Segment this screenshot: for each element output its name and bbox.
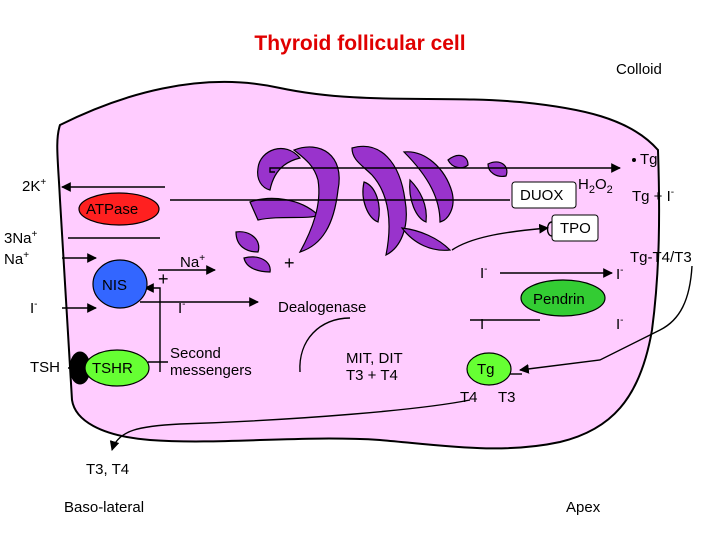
iodide-lower-label: I- — [480, 315, 488, 333]
h2o2-label: H2O2 — [578, 177, 613, 196]
h2o2-sub2: 2 — [606, 184, 613, 196]
iodide-lower-text: I — [480, 316, 485, 333]
iodide-right-text: I — [616, 266, 621, 283]
h2o2-h: H — [578, 176, 589, 193]
iodide-right-lower-label: I- — [616, 315, 624, 333]
iodide-lower-charge: - — [484, 315, 488, 326]
duox-label: DUOX — [520, 187, 564, 204]
iodide-inner-text: I — [178, 300, 183, 317]
plus-nis-sign: + — [158, 269, 169, 289]
tpo-anchor — [546, 221, 553, 237]
pendrin-transporter — [520, 279, 606, 317]
iodide-mid-charge: - — [484, 264, 488, 275]
t3-label: T3 — [498, 389, 516, 406]
iodide-charge: - — [34, 299, 38, 310]
iodide-mid-label: I- — [480, 264, 488, 282]
tshr-label: TSHR — [92, 360, 133, 377]
h2o2-o: O — [594, 176, 607, 193]
na-inner-charge: + — [199, 253, 206, 264]
apex-label: Apex — [566, 499, 601, 516]
tpo-label: TPO — [560, 220, 591, 237]
nis-transporter — [92, 259, 148, 309]
tpo-enzyme — [551, 214, 599, 242]
tg-lysosome-label: Tg — [477, 361, 495, 378]
h2o2-sub: 2 — [588, 184, 595, 196]
iodide-right-charge: - — [620, 265, 624, 276]
tsh-label: TSH — [30, 359, 60, 376]
na-inner-label: Na+ — [180, 253, 206, 271]
iodide-mid-text: I — [480, 265, 485, 282]
colloid-bullet — [632, 158, 636, 162]
na-label: Na+ — [4, 250, 30, 268]
t3-t4-output-label: T3, T4 — [86, 461, 130, 478]
mit-dit-line1: MIT, DIT — [346, 350, 403, 367]
mit-dit-line2: T3 + T4 — [346, 367, 398, 385]
second-messengers-line1: Second — [170, 345, 221, 362]
tg-t4-t3-label: Tg-T4/T3 — [630, 249, 692, 266]
atpase-pump — [78, 192, 160, 226]
nis-label: NIS — [102, 277, 128, 294]
page-title: Thyroid follicular cell — [254, 32, 466, 55]
iodide-inner-label: I- — [178, 299, 186, 317]
tg-lysosome — [466, 352, 512, 386]
iodide-label: I- — [30, 299, 38, 317]
iodide-inner-charge: - — [182, 299, 186, 310]
k2-text: 2K — [22, 178, 41, 195]
baso-lateral-label: Baso-lateral — [64, 499, 145, 516]
t4-label: T4 — [460, 389, 478, 406]
pendrin-label: Pendrin — [533, 291, 585, 308]
na3-text: 3Na — [4, 230, 32, 247]
second-messengers-line2: messengers — [170, 362, 252, 380]
mit-dit-label: MIT, DIT T3 + T4 — [346, 350, 403, 385]
tg-plus-i-text: Tg + I — [632, 188, 671, 205]
iodide-text: I — [30, 300, 35, 317]
transport-arrows — [61, 163, 693, 451]
dealogenase-label: Dealogenase — [278, 299, 367, 316]
colloid-label: Colloid — [616, 61, 662, 78]
na-charge: + — [23, 250, 30, 261]
second-messengers-label: Second messengers — [170, 345, 252, 380]
tg-colloid-label: Tg — [640, 151, 658, 168]
na-text: Na — [4, 251, 24, 268]
iodide-right-label: I- — [616, 265, 624, 283]
tg-plus-i-label: Tg + I- — [632, 187, 675, 205]
k2-label: 2K+ — [22, 177, 47, 195]
plus-top-sign: + — [284, 253, 295, 273]
na3-label: 3Na+ — [4, 229, 38, 247]
golgi-granules — [235, 145, 508, 273]
tg-plus-i-charge: - — [670, 187, 675, 198]
na-inner-text: Na — [180, 254, 200, 271]
atpase-label: ATPase — [86, 201, 139, 218]
na3-charge: + — [31, 229, 38, 240]
k2-charge: + — [40, 177, 47, 188]
duox-enzyme — [511, 181, 577, 209]
iodide-right-lower-text: I — [616, 316, 621, 333]
iodide-right-lower-charge: - — [620, 315, 624, 326]
tshr-receptor-domain — [84, 349, 150, 387]
cell-membrane — [56, 80, 661, 450]
